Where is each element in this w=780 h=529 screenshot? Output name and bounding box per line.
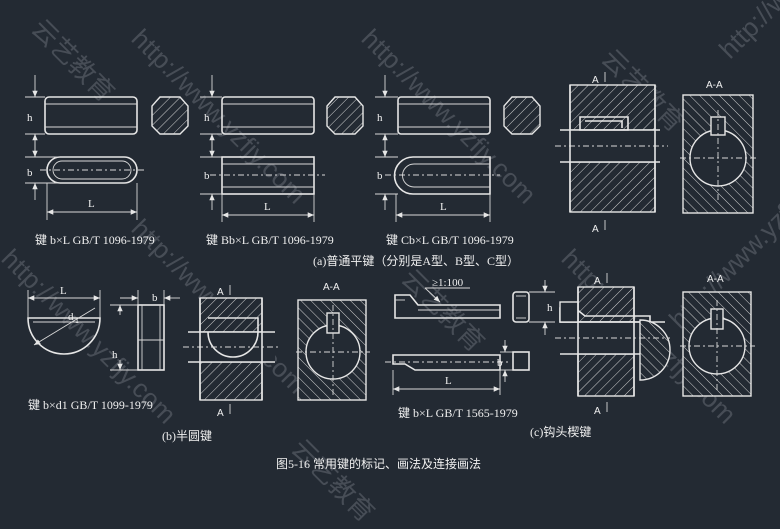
dim-L: L — [264, 201, 271, 213]
watermark-text: http://www.yzfjy.com — [713, 0, 780, 64]
gib-head-connection: A A A-A — [555, 273, 755, 417]
watermark-brand: 云艺教育 — [286, 433, 381, 528]
dim-h: h — [112, 349, 118, 361]
caption-flat-key-c: 键 Cb×L GB/T 1096-1979 — [386, 233, 514, 247]
dim-d1: d — [68, 311, 74, 323]
section-a-label: A — [217, 408, 224, 419]
dim-b: b — [27, 167, 33, 179]
woodruff-connection: A A A-A — [183, 282, 370, 419]
dim-L: L — [440, 201, 447, 213]
section-a-label: A — [592, 224, 599, 235]
watermark-brand: 云艺教育 — [26, 13, 121, 108]
flat-key-a: h b L — [25, 75, 189, 220]
dim-b: b — [204, 170, 210, 182]
caption-woodruff-key: 键 b×d1 GB/T 1099-1979 — [28, 398, 153, 412]
dim-d1-sub: 1 — [75, 316, 79, 325]
caption-group-b: (b)半圆键 — [162, 429, 212, 443]
caption-flat-key-a: 键 b×L GB/T 1096-1979 — [35, 233, 155, 247]
gib-head-key: ≥1:100 L h b — [385, 277, 555, 395]
section-aa-label: A-A — [323, 282, 340, 293]
dim-h: h — [547, 302, 553, 314]
woodruff-key: L d 1 b h — [27, 285, 180, 371]
caption-gib-key: 键 b×L GB/T 1565-1979 — [398, 406, 518, 420]
section-aa-label: A-A — [706, 80, 723, 91]
flat-key-connection: A A A-A — [555, 72, 758, 235]
dim-h: h — [377, 112, 383, 124]
caption-group-a: (a)普通平键（分别是A型、B型、C型） — [313, 254, 519, 268]
caption-group-c: (c)钩头楔键 — [530, 425, 591, 439]
dim-L: L — [60, 285, 67, 297]
section-aa-label: A-A — [707, 274, 724, 285]
dim-taper: ≥1:100 — [432, 277, 464, 289]
figure-title: 图5-16 常用键的标记、画法及连接画法 — [276, 456, 481, 471]
section-a-label: A — [592, 75, 599, 86]
dim-L: L — [88, 198, 95, 210]
caption-flat-key-b: 键 Bb×L GB/T 1096-1979 — [206, 233, 334, 247]
section-a-label: A — [217, 287, 224, 298]
flat-key-c: h b L — [375, 75, 541, 222]
flat-key-b: h b L — [200, 75, 364, 222]
dim-b: b — [497, 357, 503, 369]
dim-h: h — [27, 112, 33, 124]
section-a-label: A — [594, 406, 601, 417]
dim-h: h — [204, 112, 210, 124]
dim-L: L — [445, 375, 452, 387]
section-a-label: A — [594, 276, 601, 287]
dim-b: b — [377, 170, 383, 182]
dim-b: b — [152, 292, 158, 304]
